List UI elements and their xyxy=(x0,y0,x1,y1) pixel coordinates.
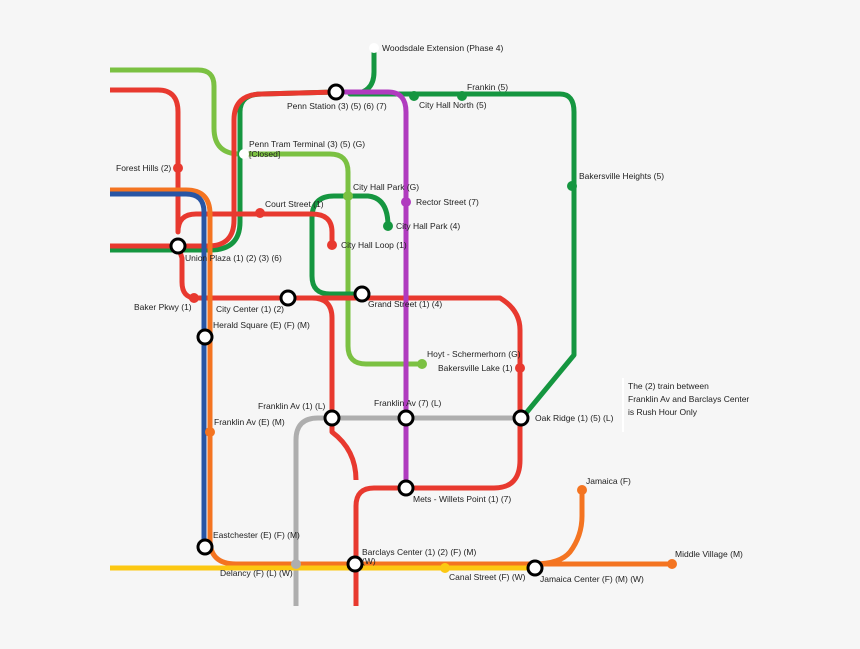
stop-frankin[interactable] xyxy=(457,91,467,101)
stop-forest-hills[interactable] xyxy=(173,163,183,173)
label-oak-ridge: Oak Ridge (1) (5) (L) xyxy=(535,413,614,423)
label-barclays-1: Barclays Center (1) (2) (F) (M) xyxy=(362,547,476,557)
label-delancy: Delancy (F) (L) (W) xyxy=(220,568,293,578)
stop-bakersville-heights[interactable] xyxy=(567,181,577,191)
label-franklin-1l: Franklin Av (1) (L) xyxy=(258,401,326,411)
label-court-street: Court Street (1) xyxy=(265,199,324,209)
route-2-red-rush xyxy=(288,295,359,481)
service-note: The (2) train between Franklin Av and Ba… xyxy=(622,378,749,432)
label-city-hall-north: City Hall North (5) xyxy=(419,100,487,110)
route-blue xyxy=(110,191,207,548)
label-barclays-2: (W) xyxy=(362,556,376,566)
label-middle-village: Middle Village (M) xyxy=(675,549,743,559)
small-stops xyxy=(173,43,677,573)
route-1-red-west xyxy=(110,87,335,246)
hub-jamaica-center[interactable] xyxy=(526,559,544,577)
stop-city-hall-park-g[interactable] xyxy=(343,191,353,201)
label-penn-tram-1: Penn Tram Terminal (3) (5) (G) xyxy=(249,139,365,149)
hub-herald-square[interactable] xyxy=(196,328,214,346)
label-franklin-efm: Franklin Av (E) (M) xyxy=(214,417,285,427)
hub-penn-station[interactable] xyxy=(327,83,345,101)
stop-woodsdale[interactable] xyxy=(369,43,379,53)
route-l-gray xyxy=(293,415,522,606)
label-city-hall-park-4: City Hall Park (4) xyxy=(396,221,460,231)
transfer-hubs xyxy=(169,83,544,577)
stop-franklin-efm[interactable] xyxy=(205,427,215,437)
route-g-branch xyxy=(348,193,391,227)
stop-delancy[interactable] xyxy=(291,559,301,569)
stop-penn-tram[interactable] xyxy=(239,149,249,159)
stop-hoyt[interactable] xyxy=(417,359,427,369)
label-herald-square: Herald Square (E) (F) (M) xyxy=(213,320,310,330)
route-5-green xyxy=(347,50,577,420)
label-frankin: Frankin (5) xyxy=(467,82,508,92)
note-line-2: Franklin Av and Barclays Center xyxy=(628,394,749,404)
label-franklin-7l: Franklin Av (7) (L) xyxy=(374,398,442,408)
hub-union-plaza[interactable] xyxy=(169,237,187,255)
stop-baker-pkwy[interactable] xyxy=(189,293,199,303)
hub-mets[interactable] xyxy=(397,479,415,497)
hub-franklin-7l[interactable] xyxy=(397,409,415,427)
label-jamaica-center: Jamaica Center (F) (M) (W) xyxy=(540,574,644,584)
stop-city-hall-park-4[interactable] xyxy=(383,221,393,231)
label-rector-street: Rector Street (7) xyxy=(416,197,479,207)
stop-jamaica[interactable] xyxy=(577,485,587,495)
label-mets: Mets - Willets Point (1) (7) xyxy=(413,494,511,504)
label-hoyt: Hoyt - Schermerhorn (G) xyxy=(427,349,521,359)
stop-city-hall-north[interactable] xyxy=(409,91,419,101)
stop-rector-street[interactable] xyxy=(401,197,411,207)
label-canal-street: Canal Street (F) (W) xyxy=(449,572,526,582)
hub-barclays[interactable] xyxy=(346,555,364,573)
route-1-red-south xyxy=(110,243,523,606)
stop-city-hall-loop[interactable] xyxy=(327,240,337,250)
label-bakersville-heights: Bakersville Heights (5) xyxy=(579,171,664,181)
label-penn-tram-2: [Closed] xyxy=(249,149,280,159)
hub-eastchester[interactable] xyxy=(196,538,214,556)
hub-grand-street[interactable] xyxy=(353,285,371,303)
hub-franklin-1l[interactable] xyxy=(323,409,341,427)
label-eastchester: Eastchester (E) (F) (M) xyxy=(213,530,300,540)
label-baker-pkwy: Baker Pkwy (1) xyxy=(134,302,192,312)
hub-oak-ridge[interactable] xyxy=(512,409,530,427)
label-union-plaza: Union Plaza (1) (2) (3) (6) xyxy=(185,253,282,263)
note-line-3: is Rush Hour Only xyxy=(628,407,698,417)
label-woodsdale: Woodsdale Extension (Phase 4) xyxy=(382,43,503,53)
label-city-hall-park-g: City Hall Park (G) xyxy=(353,182,419,192)
note-line-1: The (2) train between xyxy=(628,381,709,391)
route-4-green-loop xyxy=(309,193,362,297)
label-city-center: City Center (1) (2) xyxy=(216,304,284,314)
label-grand-street: Grand Street (1) (4) xyxy=(368,299,442,309)
route-lines xyxy=(110,50,672,606)
route-efm-orange xyxy=(110,187,585,567)
hub-city-center[interactable] xyxy=(279,289,297,307)
label-penn-station: Penn Station (3) (5) (6) (7) xyxy=(287,101,387,111)
stop-court-street[interactable] xyxy=(255,208,265,218)
label-jamaica: Jamaica (F) xyxy=(586,476,631,486)
stop-canal-street[interactable] xyxy=(440,563,450,573)
label-city-hall-loop: City Hall Loop (1) xyxy=(341,240,407,250)
stop-middle-village[interactable] xyxy=(667,559,677,569)
stop-bakersville-lake[interactable] xyxy=(515,363,525,373)
station-labels: Woodsdale Extension (Phase 4) Frankin (5… xyxy=(116,43,743,584)
route-7-purple xyxy=(336,89,409,488)
label-forest-hills: Forest Hills (2) xyxy=(116,163,171,173)
route-red-north xyxy=(178,89,337,249)
label-bakersville-lake: Bakersville Lake (1) xyxy=(438,363,513,373)
route-g-light-green xyxy=(110,67,422,367)
